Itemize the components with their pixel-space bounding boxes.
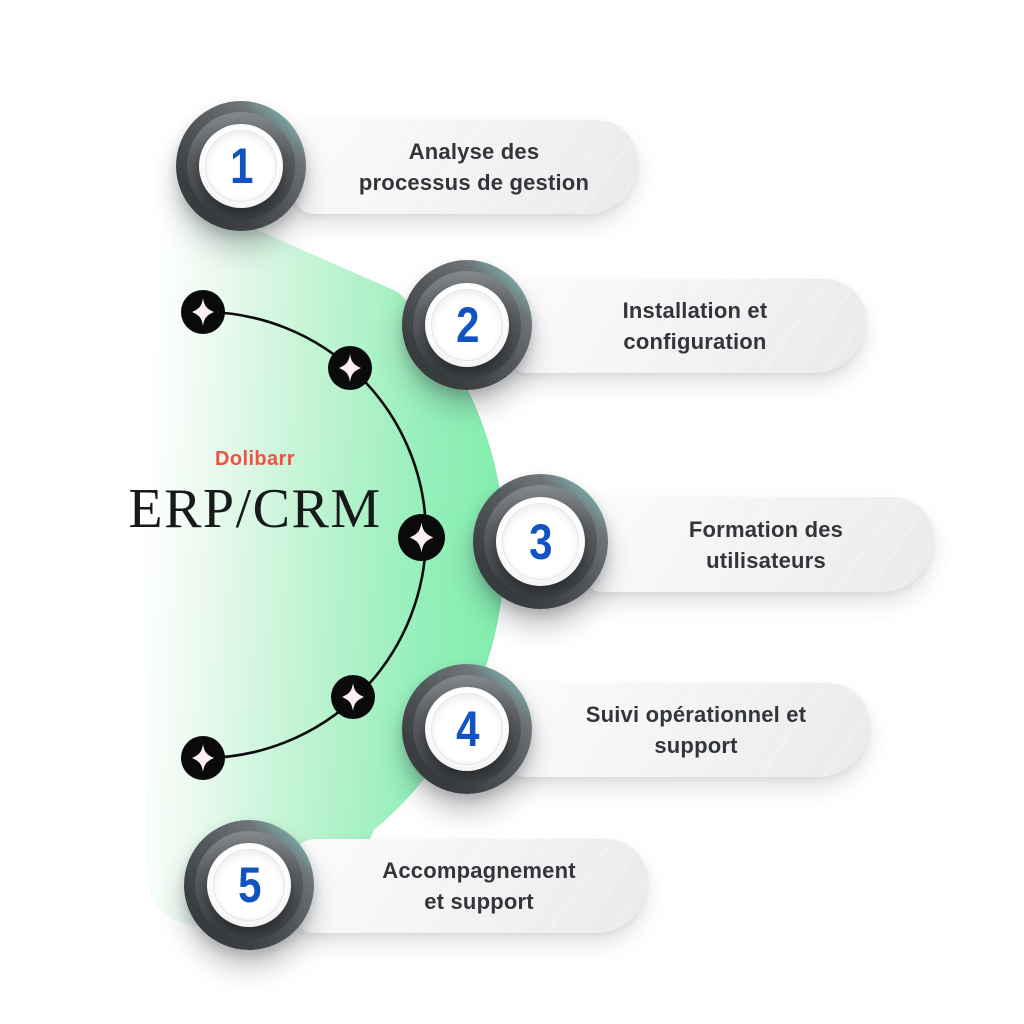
sparkle-icon <box>331 675 375 719</box>
step-3-number: 3 <box>529 513 552 570</box>
step-3-label-line2: utilisateurs <box>706 547 826 573</box>
step-2-badge-face: 2 <box>425 283 509 367</box>
sparkle-icon <box>181 736 225 780</box>
step-1-label-line2: processus de gestion <box>358 170 590 195</box>
step-1-label-pill: Analyse des processus de gestion <box>294 120 638 214</box>
step-5-badge-face: 5 <box>207 843 291 927</box>
step-2-label-pill: Installation et configuration <box>508 279 866 373</box>
step-4-badge-face: 4 <box>425 687 509 771</box>
step-5-label-pill: Accompagnement et support <box>294 839 648 933</box>
step-1-number: 1 <box>229 138 253 194</box>
step-2-badge: 2 <box>402 260 532 390</box>
step-3-badge-face: 3 <box>496 497 585 586</box>
step-2-label-line2: configuration <box>623 329 767 354</box>
step-1-badge: 1 <box>176 101 306 231</box>
step-4-number: 4 <box>455 701 479 757</box>
step-4-badge: 4 <box>402 664 532 794</box>
step-3-label-line1: Formation des <box>688 516 844 542</box>
step-5-number: 5 <box>237 857 261 913</box>
sparkle-icon <box>328 346 372 390</box>
step-3-badge: 3 <box>473 474 608 609</box>
product-title: ERP/CRM <box>128 478 382 540</box>
step-4-label-pill: Suivi opérationnel et support <box>506 683 870 777</box>
step-4-label-line2: support <box>654 733 738 758</box>
step-5-badge: 5 <box>184 820 314 950</box>
step-5-label-line2: et support <box>424 889 534 914</box>
step-5-label-line1: Accompagnement <box>382 858 576 883</box>
step-1-label-line1: Analyse des <box>408 139 540 164</box>
step-4-label-line1: Suivi opérationnel et <box>585 702 807 727</box>
step-2-number: 2 <box>455 297 479 353</box>
step-1-badge-face: 1 <box>199 124 283 208</box>
step-3-label-pill: Formation des utilisateurs <box>582 497 934 592</box>
step-2-label-line1: Installation et <box>622 298 768 323</box>
sparkle-icon <box>398 514 445 561</box>
sparkle-icon <box>181 290 225 334</box>
brand-name: Dolibarr <box>215 448 295 470</box>
